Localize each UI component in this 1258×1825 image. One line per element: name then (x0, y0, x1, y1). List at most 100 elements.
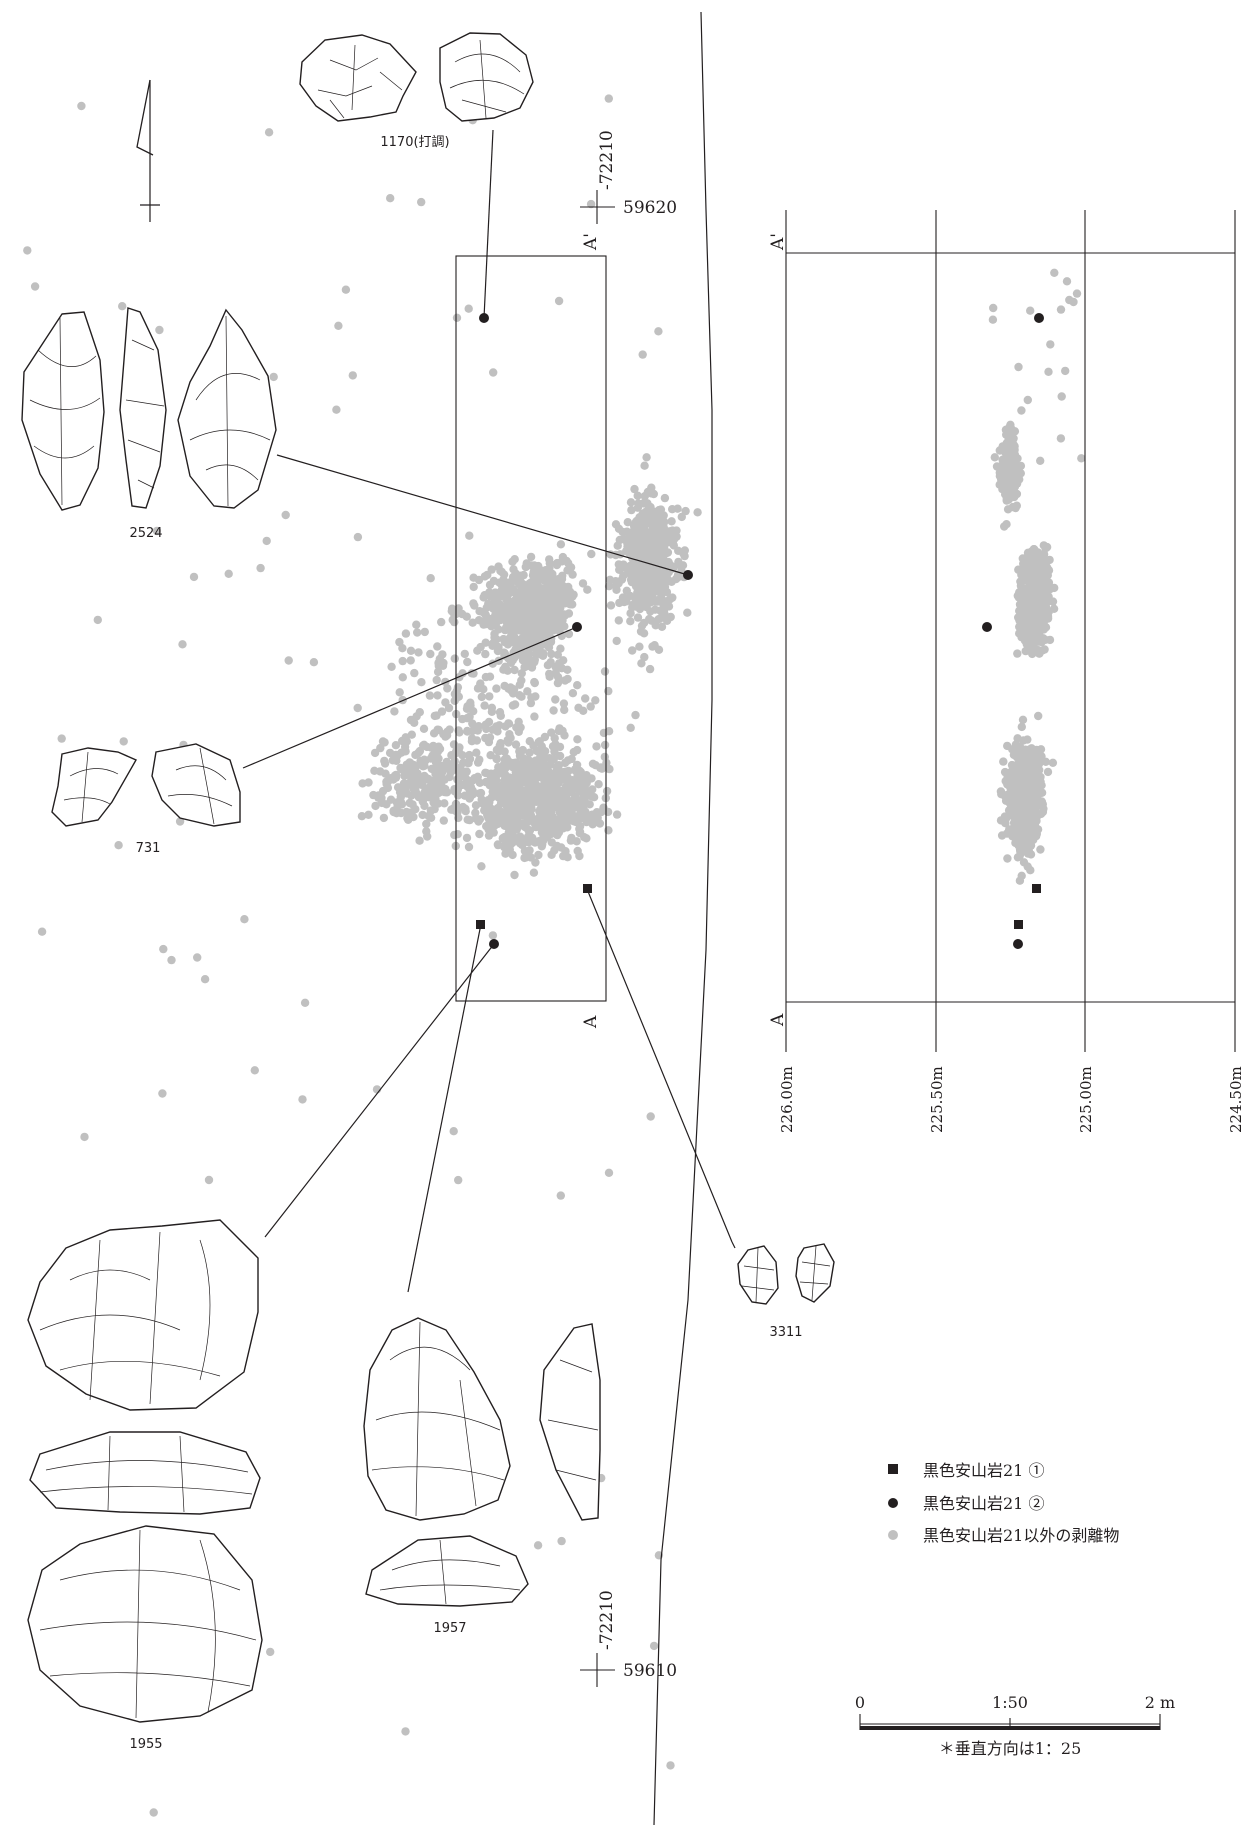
flake-dot (1019, 736, 1028, 745)
flake-dot (386, 194, 395, 203)
flake-dot (998, 459, 1008, 469)
flake-dot (550, 816, 560, 825)
flake-dot (631, 710, 640, 720)
flake-dot (420, 627, 429, 637)
flake-dot (390, 707, 399, 716)
grid-east-bottom: 59610 (623, 1661, 677, 1681)
flake-dot (509, 784, 518, 793)
flake-dot (401, 787, 410, 796)
flake-dot (1003, 505, 1013, 514)
elevation-label-4: 224.50m (1227, 1066, 1245, 1133)
flake-dot (546, 798, 556, 807)
flake-dot (204, 1175, 214, 1185)
flake-dot (514, 579, 524, 589)
flake-dot (515, 747, 524, 756)
artifact-markers-section (982, 313, 1044, 949)
flake-dot (353, 703, 362, 713)
flake-dot (1028, 578, 1037, 587)
flake-dot (1011, 503, 1020, 513)
flake-dot (341, 285, 351, 294)
flake-dot (508, 557, 517, 566)
flake-dot (23, 246, 32, 255)
flake-dot (410, 718, 419, 727)
flake-dot (631, 582, 641, 591)
flake-dot (348, 371, 357, 380)
flake-dot (468, 786, 477, 795)
flake-dot (651, 523, 660, 532)
flake-dot (503, 600, 512, 609)
flake-dot (600, 667, 610, 676)
flake-scatter-plan (23, 71, 702, 1817)
flake-dot (485, 588, 494, 597)
flake-dot (1020, 836, 1030, 845)
flake-dot (474, 722, 483, 731)
artifact-drawing-2524: 2524 (21, 307, 277, 541)
flake-dot (433, 642, 442, 651)
flake-dot (588, 759, 598, 768)
flake-dot (496, 740, 505, 750)
flake-dot (490, 598, 499, 607)
flake-dot (468, 618, 477, 627)
flake-dot (471, 801, 481, 810)
flake-dot (1000, 522, 1009, 531)
flake-dot (654, 327, 663, 336)
flake-dot (524, 825, 533, 835)
flake-dot (1022, 822, 1031, 831)
flake-dot (1016, 577, 1025, 586)
flake-dot (564, 609, 574, 618)
flake-dot (1021, 593, 1031, 602)
flake-dot (1037, 788, 1046, 797)
flake-dot (1056, 434, 1066, 443)
artifact-drawing-1957: 1957 (363, 1317, 601, 1636)
flake-dot (523, 803, 532, 812)
flake-dot (1039, 541, 1049, 550)
flake-dot (586, 702, 595, 711)
flake-dot (428, 794, 437, 803)
flake-dot (628, 646, 637, 655)
flake-dot (458, 669, 467, 678)
flake-dot (411, 805, 420, 814)
flake-dot (665, 595, 674, 604)
flake-dot (604, 686, 613, 696)
flake-dot (1034, 548, 1043, 557)
flake-dot (433, 725, 442, 734)
flake-dot (1056, 305, 1066, 314)
flake-dot (481, 777, 491, 787)
flake-dot (473, 646, 482, 655)
flake-dot (400, 771, 409, 780)
flake-dot (439, 816, 448, 825)
flake-dot (526, 698, 536, 708)
flake-dot (420, 801, 429, 811)
flake-dot (1061, 366, 1070, 376)
flake-dot (426, 649, 435, 659)
flake-dot (612, 585, 621, 594)
flake-dot (1018, 554, 1027, 563)
flake-dot (426, 574, 435, 583)
flake-dot (409, 765, 418, 775)
flake-dot (1016, 778, 1025, 787)
flake-dot (640, 461, 649, 470)
flake-dot (441, 698, 450, 707)
flake-dot (1038, 562, 1047, 571)
flake-dot (559, 824, 568, 833)
flake-dot (583, 585, 592, 594)
flake-dot (430, 711, 439, 721)
flake-dot (587, 549, 596, 559)
flake-dot (429, 741, 438, 751)
flake-dot (438, 650, 447, 659)
flake-dot (266, 1647, 275, 1657)
flake-dot (1005, 825, 1014, 834)
flake-dot (635, 601, 645, 611)
flake-dot (499, 589, 508, 598)
flake-dot (633, 503, 643, 512)
flake-dot (597, 807, 606, 817)
flake-dot (578, 786, 587, 795)
flake-dot (407, 730, 416, 739)
flake-dot (541, 747, 550, 756)
flake-dot (538, 768, 547, 778)
flake-dot (517, 692, 526, 701)
flake-dot (585, 800, 594, 809)
flake-dot (392, 756, 401, 765)
flake-dot (480, 701, 489, 710)
flake-dot (514, 623, 524, 633)
